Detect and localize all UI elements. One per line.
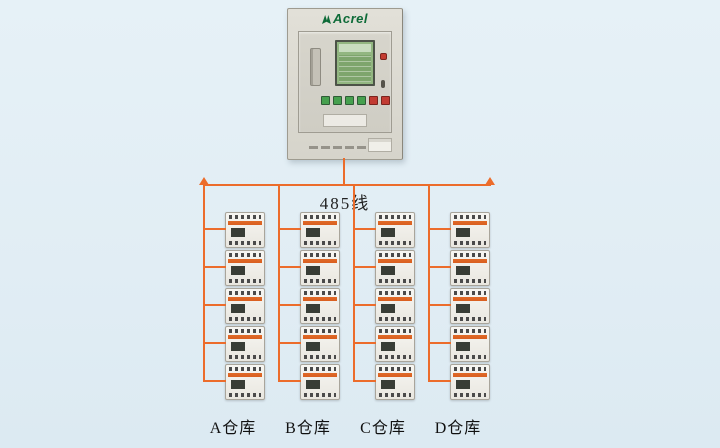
bus-branch-line	[353, 185, 355, 382]
bus-label: 485线	[319, 194, 371, 213]
column-label-d: D仓库	[434, 420, 482, 437]
energy-meter-device	[428, 212, 490, 248]
device-column-d	[428, 185, 490, 403]
energy-meter-device	[428, 364, 490, 400]
energy-meter-device	[353, 250, 415, 286]
bus-branch-line	[278, 185, 280, 382]
energy-meter-device	[278, 212, 340, 248]
acrel-logo-icon	[321, 15, 331, 24]
cabinet-caption-line	[309, 146, 381, 149]
status-led	[381, 54, 386, 59]
cabinet-sticker	[368, 138, 392, 152]
bus-arrow-right-icon	[485, 177, 495, 185]
energy-meter-device	[428, 326, 490, 362]
column-label-b: B仓库	[285, 420, 331, 437]
lcd-screen	[335, 40, 375, 86]
panel-button	[369, 96, 378, 105]
bus-drop-line	[343, 158, 345, 185]
control-cabinet: Acrel	[287, 8, 403, 160]
energy-meter-device	[203, 288, 265, 324]
energy-meter-device	[353, 326, 415, 362]
device-column-a	[203, 185, 265, 403]
acrel-brand: Acrel	[288, 9, 402, 29]
energy-meter-device	[428, 250, 490, 286]
cabinet-door	[298, 31, 392, 133]
energy-meter-device	[278, 288, 340, 324]
column-label-c: C仓库	[360, 420, 406, 437]
bus-arrow-left-icon	[199, 177, 209, 185]
energy-meter-device	[203, 364, 265, 400]
panel-button	[345, 96, 354, 105]
energy-meter-device	[203, 326, 265, 362]
energy-meter-device	[428, 288, 490, 324]
energy-meter-device	[353, 364, 415, 400]
energy-meter-device	[203, 212, 265, 248]
energy-meter-device	[278, 250, 340, 286]
device-column-b	[278, 185, 340, 403]
button-row	[321, 96, 390, 105]
panel-button	[357, 96, 366, 105]
brand-text: Acrel	[332, 11, 369, 26]
bus-branch-line	[428, 185, 430, 382]
cabinet-nameplate	[323, 114, 367, 127]
bus-trunk-line	[203, 184, 491, 186]
energy-meter-device	[353, 288, 415, 324]
energy-meter-device	[203, 250, 265, 286]
column-label-a: A仓库	[209, 420, 257, 437]
door-lock	[381, 80, 385, 88]
device-column-c	[353, 185, 415, 403]
panel-button	[333, 96, 342, 105]
energy-meter-device	[278, 326, 340, 362]
bus-branch-line	[203, 185, 205, 382]
panel-button	[381, 96, 390, 105]
energy-meter-device	[278, 364, 340, 400]
card-slot	[310, 48, 321, 86]
panel-button	[321, 96, 330, 105]
energy-meter-device	[353, 212, 415, 248]
